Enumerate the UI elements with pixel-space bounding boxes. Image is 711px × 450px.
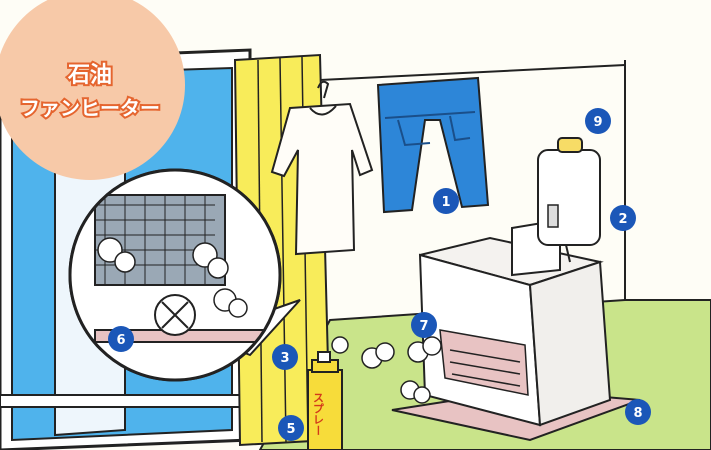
marker-7: 7 (411, 312, 437, 338)
marker-2: 2 (610, 205, 636, 231)
marker-6: 6 (108, 326, 134, 352)
title-line1: 石油 (67, 63, 112, 88)
svg-text:8: 8 (633, 406, 642, 421)
svg-text:5: 5 (286, 422, 295, 437)
marker-5: 5 (278, 415, 304, 441)
svg-text:2: 2 (618, 212, 627, 227)
marker-3: 3 (272, 344, 298, 370)
svg-text:9: 9 (593, 115, 602, 130)
marker-9: 9 (585, 108, 611, 134)
title-line2: ファンヒーター (20, 96, 160, 120)
marker-1: 1 (433, 188, 459, 214)
svg-text:7: 7 (419, 319, 428, 334)
spray-label: スプレー (312, 392, 325, 436)
marker-8: 8 (625, 399, 651, 425)
svg-text:3: 3 (280, 351, 289, 366)
svg-text:6: 6 (116, 333, 125, 348)
svg-text:1: 1 (441, 195, 450, 210)
fuel-tank (538, 138, 600, 262)
